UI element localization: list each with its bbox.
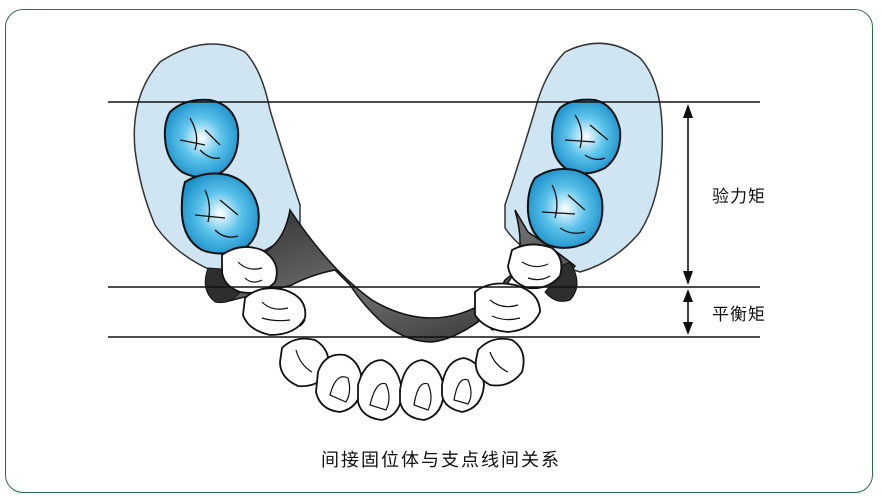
balance-moment-label: 平衡矩 [712,300,766,325]
balance-moment-arrow [683,289,693,335]
tooth-right-central [400,360,444,420]
left-premolar-2 [243,288,305,335]
right-molar-upper [552,100,620,174]
tooth-right-canine [476,339,524,386]
occlusal-moment-arrow [683,104,693,285]
tooth-left-lateral [316,355,362,412]
left-molar-upper [165,100,238,177]
right-premolar-1 [508,244,561,288]
occlusal-moment-label: 验力矩 [712,182,766,207]
left-molar-lower [182,174,259,254]
tooth-left-central [358,360,402,420]
anterior-teeth [280,339,524,420]
right-molar-lower [528,169,603,248]
figure-caption: 间接固位体与支点线间关系 [0,446,882,472]
left-premolar-1 [222,247,277,293]
right-premolar-2 [475,284,540,332]
